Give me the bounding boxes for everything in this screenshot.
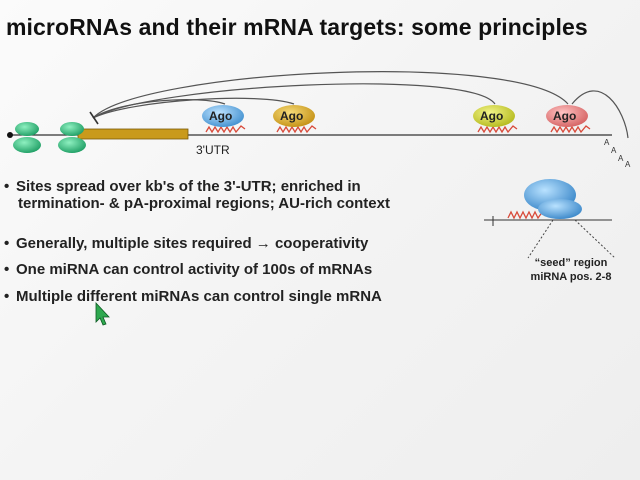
mouse-cursor-icon <box>95 301 110 326</box>
mirna-site-1: Ago <box>202 105 246 134</box>
bullet-3: •One miRNA can control activity of 100s … <box>4 261 373 278</box>
ago-label-4: Ago <box>553 109 576 123</box>
arc-3 <box>92 99 226 119</box>
polya-2: A <box>611 146 617 155</box>
bullet-1-line-1: Sites spread over kb's of the 3'-UTR; en… <box>16 178 361 195</box>
inhibition-bar <box>89 111 99 125</box>
bullet-4: •Multiple different miRNAs can control s… <box>4 288 382 305</box>
utr-label: 3'UTR <box>196 143 230 157</box>
bullet-3-text: One miRNA can control activity of 100s o… <box>16 261 373 278</box>
polya-3: A <box>618 154 624 163</box>
cap-dot <box>7 132 13 138</box>
coding-region <box>77 128 189 140</box>
arc-polya <box>571 90 629 139</box>
mirna-site-2: Ago <box>273 105 317 134</box>
seed-label-line-2: miRNA pos. 2-8 <box>530 271 612 283</box>
ribosome-2 <box>58 122 86 153</box>
ago-label-1: Ago <box>209 109 232 123</box>
seed-label-line-1: “seed” region <box>534 257 608 269</box>
bullet-2: •Generally, multiple sites required → co… <box>4 235 369 252</box>
polya-4: A <box>625 160 631 169</box>
bullet-1-line-2: termination- & pA-proximal regions; AU-r… <box>18 195 390 212</box>
arc-4 <box>92 97 295 119</box>
arc-1 <box>92 71 569 119</box>
polya-1: A <box>604 138 610 147</box>
bullet-4-text: Multiple different miRNAs can control si… <box>16 288 382 305</box>
ago-label-2: Ago <box>280 109 303 123</box>
mirna-site-4: Ago <box>546 105 591 134</box>
bullet-2-text: Generally, multiple sites required → coo… <box>16 235 369 252</box>
ribosome-1 <box>13 122 41 153</box>
seed-region-inset <box>484 179 616 259</box>
slide-title: microRNAs and their mRNA targets: some p… <box>6 14 588 40</box>
bullet-1: •Sites spread over kb's of the 3'-UTR; e… <box>4 178 390 212</box>
ago-label-3: Ago <box>480 109 503 123</box>
seed-region-label: “seed” region miRNA pos. 2-8 <box>515 256 627 284</box>
mirna-site-3: Ago <box>473 105 518 134</box>
